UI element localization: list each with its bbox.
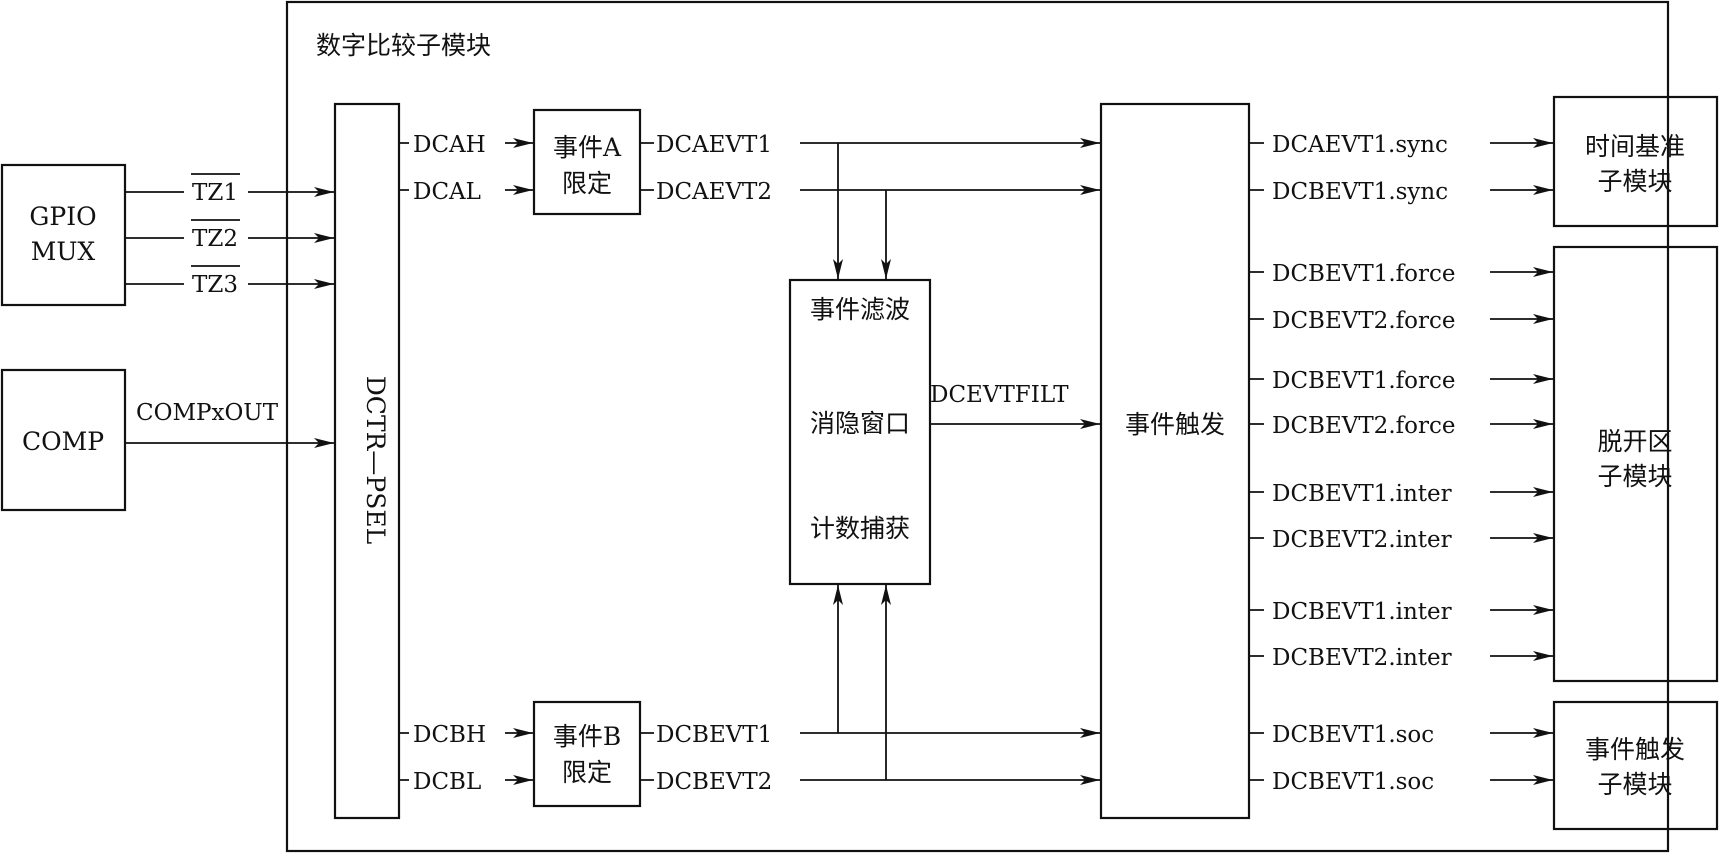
event-filter-label-1: 事件滤波 — [810, 295, 910, 324]
dcbevt2-label: DCBEVT2 — [656, 769, 772, 795]
output-label: DCBEVT1.inter — [1272, 599, 1452, 625]
output-label: DCBEVT1.force — [1272, 368, 1455, 394]
event-b-qualifier-block — [532, 700, 642, 808]
gpio-mux-label-line1: GPIO — [29, 202, 96, 231]
dcbl-label: DCBL — [413, 769, 481, 795]
dcaevt2-label: DCAEVT2 — [656, 179, 772, 205]
comp-block — [0, 368, 127, 512]
time-base-label-line1: 时间基准 — [1585, 132, 1685, 161]
tz2-label: TZ2 — [192, 226, 238, 252]
event-trigger-sub-label-line2: 子模块 — [1597, 770, 1672, 799]
dcbh-label: DCBH — [413, 722, 486, 748]
gpio-mux-block — [0, 163, 127, 307]
dcevtfilt-label: DCEVTFILT — [930, 382, 1069, 408]
output-label: DCBEVT2.inter — [1272, 527, 1452, 553]
event-trigger-submodule — [1552, 700, 1719, 831]
event-filter-label-2: 消隐窗口 — [810, 409, 910, 438]
output-label: DCBEVT1.soc — [1272, 769, 1434, 795]
gpio-mux-label-line2: MUX — [31, 237, 96, 266]
output-label: DCBEVT2.force — [1272, 308, 1455, 334]
event-trigger-sub-label-line1: 事件触发 — [1585, 735, 1685, 764]
output-signals: DCAEVT1.sync DCBEVT1.sync DCBEVT1.force … — [1249, 130, 1553, 795]
time-base-submodule — [1552, 95, 1719, 228]
comp-label: COMP — [22, 427, 104, 456]
tz3-label: TZ3 — [192, 272, 238, 298]
event-trigger-block — [1099, 102, 1251, 820]
event-a-qualifier-block — [532, 108, 642, 216]
event-b-label-line2: 限定 — [562, 758, 612, 787]
event-filter-block — [788, 278, 932, 586]
event-filter-label-3: 计数捕获 — [810, 514, 910, 543]
dcal-label: DCAL — [413, 179, 481, 205]
event-a-label-line1: 事件A — [553, 133, 622, 162]
trip-zone-submodule — [1552, 245, 1719, 683]
output-label: DCBEVT1.inter — [1272, 481, 1452, 507]
output-label: DCBEVT2.inter — [1272, 645, 1452, 671]
dcbevt1-label: DCBEVT1 — [656, 722, 772, 748]
time-base-label-line2: 子模块 — [1597, 167, 1672, 196]
trip-zone-label-line1: 脱开区 — [1597, 427, 1672, 456]
output-label: DCBEVT1.force — [1272, 261, 1455, 287]
output-label: DCBEVT2.force — [1272, 413, 1455, 439]
dcaevt1-label: DCAEVT1 — [656, 132, 772, 158]
output-label: DCBEVT1.soc — [1272, 722, 1434, 748]
event-trigger-label: 事件触发 — [1125, 410, 1225, 439]
module-title: 数字比较子模块 — [316, 31, 491, 60]
event-b-label-line1: 事件B — [553, 722, 621, 751]
dcah-label: DCAH — [413, 132, 486, 158]
compxout-label: COMPxOUT — [136, 400, 279, 426]
dctr-psel-block — [333, 102, 401, 820]
digital-compare-module-frame — [285, 0, 1670, 853]
dctr-psel-label: DCTR—PSEL — [361, 376, 390, 544]
tz1-label: TZ1 — [192, 180, 238, 206]
output-label: DCAEVT1.sync — [1272, 132, 1448, 158]
event-a-label-line2: 限定 — [562, 169, 612, 198]
trip-zone-label-line2: 子模块 — [1597, 462, 1672, 491]
output-label: DCBEVT1.sync — [1272, 179, 1448, 205]
